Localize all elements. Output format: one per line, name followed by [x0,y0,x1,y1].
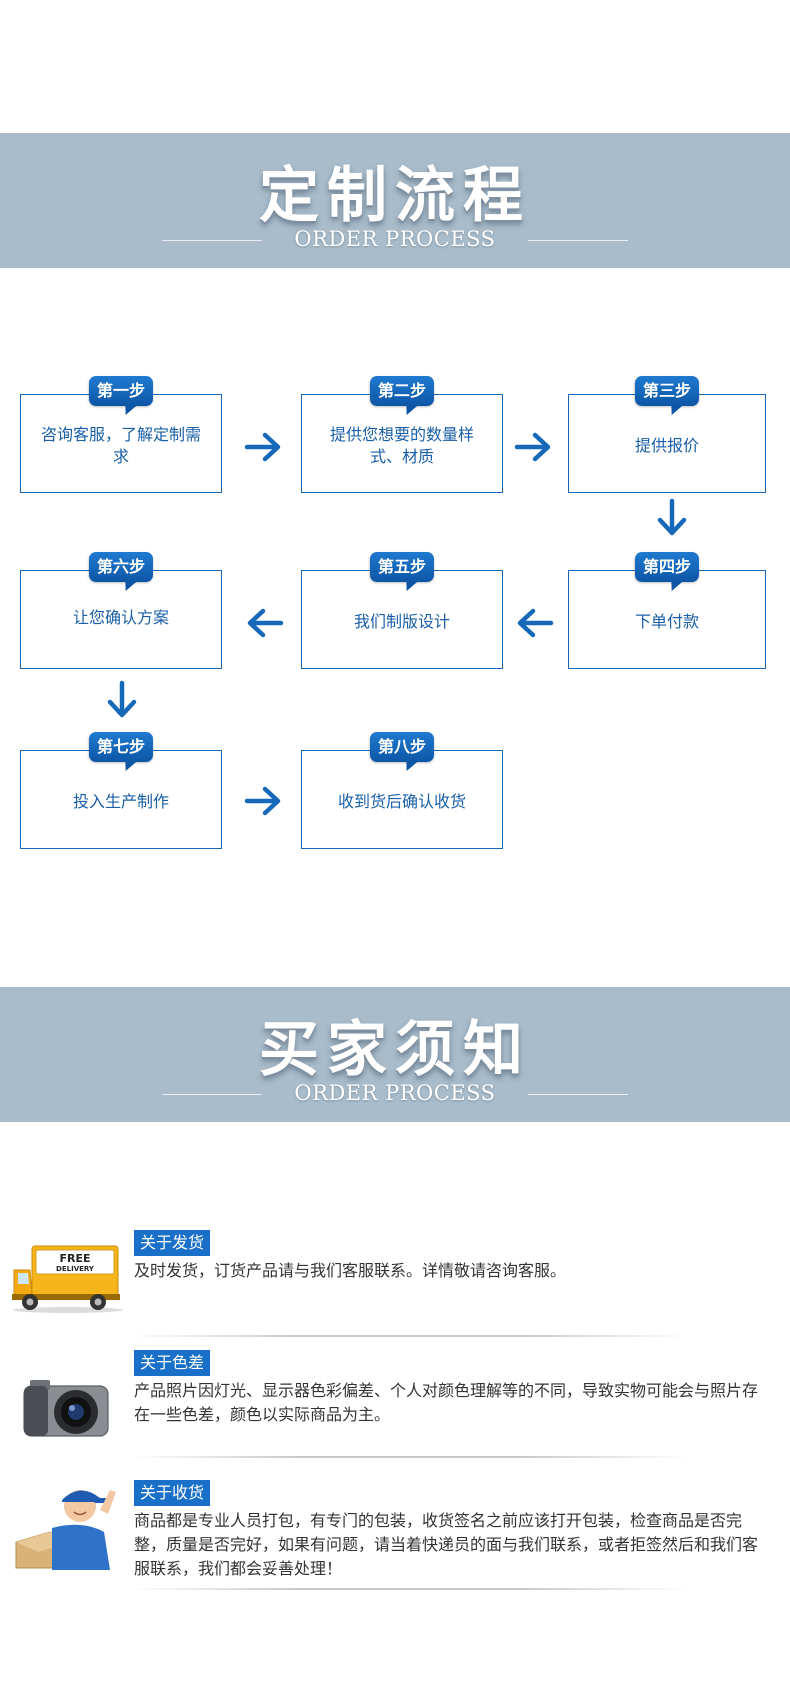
arrow-right-icon [244,786,281,816]
step-7-badge: 第七步 [88,732,154,762]
step-8-text: 收到货后确认收货 [337,791,466,811]
delivery-truck-icon: FREE DELIVERY [12,1245,123,1313]
step-1: 第一步 咨询客服，了解定制需求 [20,376,222,493]
banner-divider-right [528,240,628,241]
step-1-text: 咨询客服，了解定制需求 [40,424,201,466]
arrow-left-icon [517,608,554,638]
notice-title-receiving: 关于收货 [134,1480,211,1506]
notice-banner-subtitle: ORDER PROCESS [294,1081,496,1105]
step-1-badge: 第一步 [88,376,154,406]
step-5: 第五步 我们制版设计 [301,552,503,669]
courier-icon [15,1490,116,1570]
step-3-text: 提供报价 [634,435,699,455]
notice-banner: 买家须知 ORDER PROCESS [0,987,790,1122]
step-8: 第八步 收到货后确认收货 [301,732,503,849]
camera-icon [23,1380,109,1437]
process-banner: 定制流程 ORDER PROCESS [0,133,790,268]
notice-divider [130,1456,690,1458]
step-4-badge: 第四步 [634,552,700,582]
step-4-text: 下单付款 [634,611,699,631]
banner-divider-left [162,240,262,241]
banner-divider-right [528,1094,628,1095]
arrow-right-icon [244,432,281,462]
banner-divider-left [162,1094,262,1095]
arrow-down-icon [107,680,137,718]
step-2-text: 提供您想要的数量样式、材质 [329,424,474,466]
step-8-badge: 第八步 [369,732,435,762]
step-2-badge: 第二步 [369,376,435,406]
notice-body-receiving: 商品都是专业人员打包，有专门的包装，收货签名之前应该打开包装，检查商品是否完整，… [134,1511,759,1578]
notice-body-shipping: 及时发货，订货产品请与我们客服联系。详情敬请咨询客服。 [134,1261,567,1280]
step-7-text: 投入生产制作 [72,791,169,811]
notice-title-color: 关于色差 [134,1350,211,1376]
notice-body-color: 产品照片因灯光、显示器色彩偏差、个人对颜色理解等的不同，导致实物可能会与照片存在… [134,1381,759,1424]
process-banner-title: 定制流程 [259,161,531,231]
step-5-badge: 第五步 [369,552,435,582]
step-3-badge: 第三步 [634,376,700,406]
step-7: 第七步 投入生产制作 [20,732,222,849]
process-banner-subtitle: ORDER PROCESS [294,227,496,251]
step-3: 第三步 提供报价 [568,376,766,493]
truck-delivery-label: DELIVERY [56,1265,95,1273]
arrow-left-icon [247,608,284,638]
step-6: 第六步 让您确认方案 [20,552,222,669]
truck-free-label: FREE [59,1252,90,1265]
step-6-badge: 第六步 [88,552,154,582]
notice-divider [130,1588,690,1590]
notice-banner-title: 买家须知 [259,1015,531,1085]
arrow-down-icon [657,498,687,536]
arrow-right-icon [514,432,551,462]
step-5-text: 我们制版设计 [353,611,450,631]
step-4: 第四步 下单付款 [568,552,766,669]
step-2: 第二步 提供您想要的数量样式、材质 [301,376,503,493]
notice-title-shipping: 关于发货 [134,1230,211,1256]
step-6-text: 让您确认方案 [72,607,169,627]
notice-divider [130,1335,690,1337]
